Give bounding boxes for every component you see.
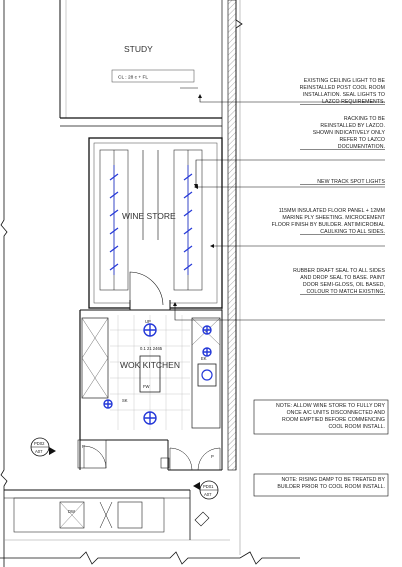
section-marker-2-bottom: A07: [204, 492, 212, 497]
dimension-label: 0.1 21 2465: [140, 346, 163, 351]
leader-arrows: [173, 94, 214, 306]
note-2-line-2: REINSTALLED BY LAZCO.: [320, 123, 385, 129]
note-4-line-4: CAULKING TO ALL SIDES.: [320, 229, 385, 235]
note-2-line-3: SHOWN INDICATIVELY ONLY: [313, 130, 386, 136]
boxed-note-1-line-3: ROOM EMPTIED BEFORE COMMENCING: [282, 417, 385, 423]
fw-label: FW: [143, 384, 150, 389]
annotation-notes: EXISTING CEILING LIGHT TO BEREINSTALLED …: [272, 78, 386, 295]
p-label-left: P: [82, 444, 85, 449]
track-spot-lights: [109, 173, 193, 271]
note-5-line-4: COLOUR TO MATCH EXISTING.: [307, 289, 386, 295]
section-marker-1: [30, 437, 56, 457]
boxed-note-2-line-2: BUILDER PRIOR TO COOL ROOM INSTALL.: [277, 484, 385, 490]
ek-label: EK: [201, 356, 207, 361]
up-label: UP: [145, 319, 151, 324]
note-4-line-2: MARINE PLY SHEETING. MICROCEMENT: [282, 215, 385, 221]
section-marker-1-bottom: A07: [35, 449, 43, 454]
boxed-note-1-line-1: NOTE: ALLOW WINE STORE TO FULLY DRY: [276, 403, 385, 409]
note-5-line-3: DOOR SEMI-GLOSS, OIL BASED,: [303, 282, 385, 288]
note-1-line-2: REINSTALLED POST COOL ROOM: [300, 85, 385, 91]
wine-store-room: [88, 137, 223, 310]
note-1-line-1: EXISTING CEILING LIGHT TO BE: [304, 78, 386, 84]
ceiling-light-fixtures: [103, 323, 212, 425]
study-ceiling-height: CL : 28 c + FL: [118, 75, 148, 81]
note-4-line-1: 115MM INSULATED FLOOR PANEL + 12MM: [279, 208, 385, 214]
note-3-line-1: NEW TRACK SPOT LIGHTS: [317, 179, 385, 185]
note-5-line-2: AND DROP SEAL TO BASE. PAINT: [300, 275, 385, 281]
wok-kitchen-room: [77, 309, 223, 471]
dishwasher-label: DW: [68, 509, 75, 514]
note-1-line-4: LAZCO REQUIREMENTS.: [322, 99, 385, 105]
note-5-line-1: RUBBER DRAFT SEAL TO ALL SIDES: [293, 268, 385, 274]
boxed-notes: NOTE: ALLOW WINE STORE TO FULLY DRYONCE …: [253, 399, 389, 497]
section-marker-1-top: PD02: [34, 441, 45, 446]
break-lines: [0, 0, 300, 567]
note-2-line-1: RACKING TO BE: [344, 116, 386, 122]
study-room: [59, 0, 222, 127]
study-label: STUDY: [124, 44, 153, 54]
p-label-right: P: [211, 454, 214, 459]
boxed-note-2-line-1: NOTE: RISING DAMP TO BE TREATED BY: [281, 477, 385, 483]
wine-store-label: WINE STORE: [122, 211, 176, 221]
wok-kitchen-label: WOK KITCHEN: [120, 360, 180, 370]
section-marker-2: [193, 480, 219, 500]
boxed-note-1-line-4: COOL ROOM INSTALL.: [328, 424, 385, 430]
exterior-wall: [221, 0, 243, 555]
lower-area: [4, 489, 230, 541]
note-2-line-4: REFER TO LAZCO: [340, 137, 385, 143]
boxed-note-1-line-2: ONCE A/C UNITS DISCONNECTED AND: [287, 410, 386, 416]
section-marker-2-top: PD01: [203, 484, 214, 489]
sk-label: SK: [122, 398, 128, 403]
note-4-line-3: FLOOR FINISH BY BUILDER. ANTIMICROBIAL: [272, 222, 385, 228]
note-1-line-3: INSTALLATION. SEAL LIGHTS TO: [303, 92, 385, 98]
note-2-line-5: DOCUMENTATION.: [338, 144, 385, 150]
